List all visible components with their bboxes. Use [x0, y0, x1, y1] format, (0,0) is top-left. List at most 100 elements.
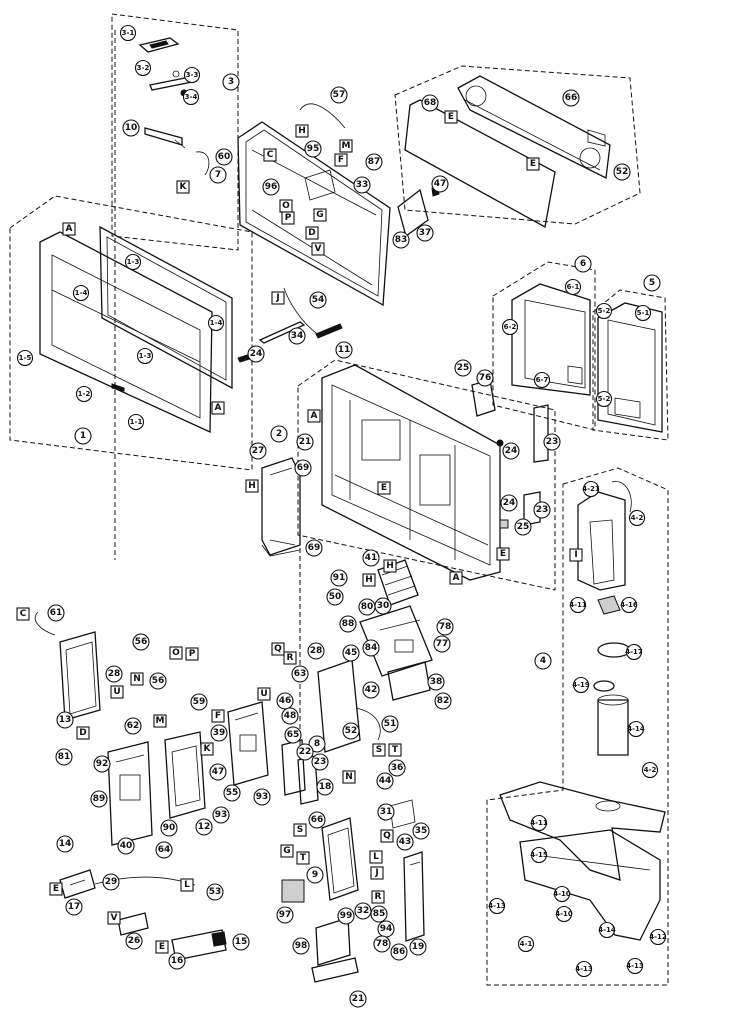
callout-c-57: 57: [330, 86, 348, 104]
callout-circle: [625, 643, 643, 661]
callout-c-25b: 25: [514, 518, 532, 536]
callout-circle: [308, 735, 326, 753]
callout-c-4-11b: 4-11: [530, 814, 548, 832]
callout-circle: [412, 822, 430, 840]
reference-tag-box: [110, 685, 124, 699]
callout-c-3-3: 3-3: [183, 66, 201, 84]
callout-c-23a: 23: [543, 433, 561, 451]
callout-label: 28: [310, 646, 323, 656]
callout-label: 6-7: [536, 376, 549, 384]
callout-circle: [117, 837, 135, 855]
reference-tag-t-G2: G: [280, 844, 294, 858]
callout-c-93b: 93: [212, 806, 230, 824]
reference-tag-t-A4: A: [449, 571, 463, 585]
callout-circle: [575, 960, 593, 978]
callout-label: 93: [215, 810, 228, 820]
reference-tag-t-U2: U: [257, 687, 271, 701]
callout-c-69b: 69: [305, 539, 323, 557]
reference-tag-box: [271, 291, 285, 305]
reference-tag-label: E: [53, 884, 59, 894]
callout-circle: [595, 390, 613, 408]
reference-tag-box: [334, 153, 348, 167]
reference-tag-box: [339, 139, 353, 153]
callout-c-34: 34: [288, 327, 306, 345]
reference-tag-box: [62, 222, 76, 236]
callout-c-10: 10: [122, 119, 140, 137]
callout-c-1-4b: 1-4: [207, 314, 225, 332]
callout-circle: [155, 841, 173, 859]
reference-tag-box: [526, 157, 540, 171]
callout-circle: [396, 833, 414, 851]
reference-tag-t-A1: A: [62, 222, 76, 236]
callout-circle: [620, 596, 638, 614]
callout-label: 5-2: [598, 307, 611, 315]
callout-circle: [641, 761, 659, 779]
callout-c-1-3a: 1-3: [124, 253, 142, 271]
reference-tag-box: [200, 742, 214, 756]
reference-tag-label: R: [287, 653, 294, 663]
reference-tag-t-H4: H: [362, 573, 376, 587]
callout-c-42: 42: [362, 681, 380, 699]
part-cover-5: [597, 302, 663, 433]
callout-circle: [643, 274, 661, 292]
callout-label: 86: [393, 947, 406, 957]
callout-label: 23: [536, 505, 549, 515]
callout-circle: [342, 644, 360, 662]
callout-c-5: 5: [643, 274, 661, 292]
callout-c-13: 13: [56, 711, 74, 729]
callout-label: 4-11: [530, 819, 548, 827]
callout-c-5-2b: 5-2: [595, 390, 613, 408]
callout-c-99: 99: [337, 907, 355, 925]
callout-c-84: 84: [362, 639, 380, 657]
callout-label: 4: [540, 656, 546, 666]
callout-label: 26: [128, 936, 141, 946]
callout-c-18: 18: [316, 778, 334, 796]
reference-tag-t-E3: E: [377, 481, 391, 495]
reference-tag-box: [169, 646, 183, 660]
part-group-3: [138, 37, 210, 176]
callout-label: 77: [436, 639, 449, 649]
callout-c-46: 46: [276, 692, 294, 710]
callout-label: 4-11: [569, 601, 587, 609]
callout-circle: [562, 89, 580, 107]
callout-label: 57: [333, 90, 346, 100]
callout-label: 25: [457, 363, 470, 373]
part-speaker-bar: [404, 75, 611, 229]
callout-circle: [72, 284, 90, 302]
callout-circle: [288, 327, 306, 345]
callout-label: 38: [430, 677, 443, 687]
callout-label: 34: [291, 331, 304, 341]
reference-tag-t-N1: N: [130, 672, 144, 686]
callout-circle: [572, 676, 590, 694]
callout-label: 52: [345, 726, 358, 736]
callout-label: 5: [649, 278, 655, 288]
callout-c-21b: 21: [349, 990, 367, 1008]
callout-c-82: 82: [434, 692, 452, 710]
callout-circle: [296, 743, 314, 761]
reference-tag-t-E6: E: [155, 940, 169, 954]
callout-c-14: 14: [56, 835, 74, 853]
callout-circle: [433, 635, 451, 653]
callout-c-89: 89: [90, 790, 108, 808]
callout-label: 56: [135, 637, 148, 647]
reference-tag-t-C2: C: [16, 607, 30, 621]
callout-circle: [190, 693, 208, 711]
callout-circle: [381, 715, 399, 733]
callout-c-40: 40: [117, 837, 135, 855]
callout-c-3-1: 3-1: [119, 24, 137, 42]
callout-circle: [392, 231, 410, 249]
callout-c-15: 15: [232, 933, 250, 951]
reference-tag-t-D1: D: [305, 226, 319, 240]
callout-c-24c: 24: [500, 494, 518, 512]
callout-circle: [628, 509, 646, 527]
callout-c-64: 64: [155, 841, 173, 859]
reference-tag-label: J: [275, 293, 279, 303]
callout-label: 22: [299, 747, 312, 757]
callout-circle: [613, 163, 631, 181]
callout-label: 4-10: [553, 890, 571, 898]
callout-circle: [634, 304, 652, 322]
reference-tag-box: [444, 110, 458, 124]
reference-tag-box: [176, 180, 190, 194]
reference-tag-label: O: [282, 201, 290, 211]
callout-c-33: 33: [353, 176, 371, 194]
